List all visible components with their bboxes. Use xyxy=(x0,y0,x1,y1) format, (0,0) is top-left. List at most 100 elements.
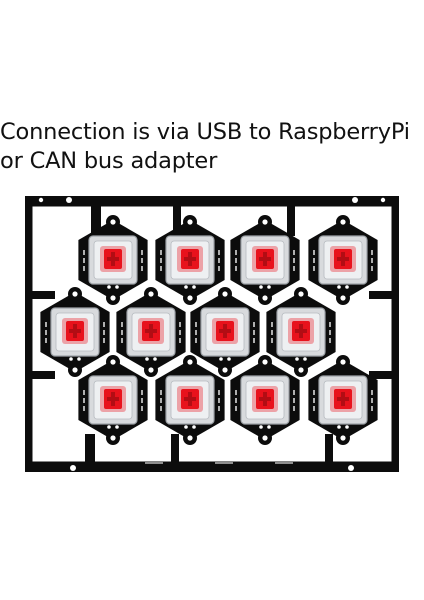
module-mount-hole xyxy=(262,435,268,441)
led-dot xyxy=(77,357,81,361)
led-dot xyxy=(267,285,271,289)
module-silkscreen xyxy=(293,406,295,411)
module-silkscreen xyxy=(235,250,237,255)
module-silkscreen xyxy=(83,250,85,255)
module-silkscreen xyxy=(293,250,295,255)
led-dot xyxy=(337,425,341,429)
switch-module xyxy=(78,215,148,305)
module-silkscreen xyxy=(195,322,197,327)
led-dot xyxy=(115,285,119,289)
switch-module xyxy=(78,355,148,445)
switch-module xyxy=(230,355,300,445)
led-dot xyxy=(107,285,111,289)
switch-module xyxy=(190,287,260,377)
module-mount-hole xyxy=(110,359,116,365)
module-mount-hole xyxy=(187,435,193,441)
module-silkscreen xyxy=(313,258,315,263)
led-dot xyxy=(192,425,196,429)
module-silkscreen xyxy=(371,390,373,395)
module-silkscreen xyxy=(253,322,255,327)
module-mount-hole xyxy=(340,435,346,441)
module-mount-hole xyxy=(148,291,154,297)
led-dot xyxy=(303,357,307,361)
module-silkscreen xyxy=(103,330,105,335)
module-silkscreen xyxy=(45,338,47,343)
led-dot xyxy=(259,285,263,289)
module-silkscreen xyxy=(253,330,255,335)
module-silkscreen xyxy=(218,266,220,271)
module-mount-hole xyxy=(148,367,154,373)
module-silkscreen xyxy=(160,266,162,271)
module-silkscreen xyxy=(179,330,181,335)
module-mount-hole xyxy=(110,295,116,301)
module-silkscreen xyxy=(160,250,162,255)
switch-module xyxy=(155,355,225,445)
module-mount-hole xyxy=(72,291,78,297)
module-silkscreen xyxy=(141,390,143,395)
caption: Connection is via USB to RaspberryPi or … xyxy=(0,118,424,176)
module-silkscreen xyxy=(103,338,105,343)
module-silkscreen xyxy=(329,338,331,343)
module-silkscreen xyxy=(371,398,373,403)
product-photo-pcb xyxy=(25,196,399,472)
led-dot xyxy=(153,357,157,361)
module-mount-hole xyxy=(340,295,346,301)
frame-mount-hole xyxy=(348,465,354,471)
module-silkscreen xyxy=(271,322,273,327)
module-mount-hole xyxy=(222,367,228,373)
switch-module xyxy=(116,287,186,377)
frame-tab xyxy=(31,371,55,379)
module-silkscreen xyxy=(141,406,143,411)
module-silkscreen xyxy=(235,266,237,271)
module-silkscreen xyxy=(83,266,85,271)
module-mount-hole xyxy=(340,359,346,365)
module-silkscreen xyxy=(235,390,237,395)
module-silkscreen xyxy=(293,398,295,403)
led-dot xyxy=(337,285,341,289)
module-silkscreen xyxy=(160,406,162,411)
module-mount-hole xyxy=(110,435,116,441)
switch-module xyxy=(308,215,378,305)
frame-tab xyxy=(85,434,95,464)
module-mount-hole xyxy=(262,295,268,301)
module-silkscreen xyxy=(218,258,220,263)
module-silkscreen xyxy=(313,390,315,395)
led-dot xyxy=(107,425,111,429)
module-silkscreen xyxy=(218,398,220,403)
module-silkscreen xyxy=(160,398,162,403)
module-silkscreen xyxy=(195,330,197,335)
module-silkscreen xyxy=(179,322,181,327)
frame-silkscreen xyxy=(275,462,293,464)
switch-stem-cross xyxy=(184,257,196,261)
switch-stem-cross xyxy=(259,257,271,261)
module-silkscreen xyxy=(371,406,373,411)
led-dot xyxy=(184,425,188,429)
module-silkscreen xyxy=(141,250,143,255)
module-silkscreen xyxy=(313,266,315,271)
pcb-frame xyxy=(25,196,399,472)
module-silkscreen xyxy=(371,258,373,263)
led-dot xyxy=(145,357,149,361)
switch-module xyxy=(230,215,300,305)
frame-tab xyxy=(171,434,179,464)
module-silkscreen xyxy=(121,330,123,335)
caption-line-2: or CAN bus adapter xyxy=(0,148,218,174)
led-dot xyxy=(69,357,73,361)
module-mount-hole xyxy=(110,219,116,225)
switch-stem-cross xyxy=(107,257,119,261)
switch-stem-cross xyxy=(259,397,271,401)
module-silkscreen xyxy=(179,338,181,343)
frame-tab xyxy=(31,291,55,299)
module-silkscreen xyxy=(293,266,295,271)
led-dot xyxy=(267,425,271,429)
module-mount-hole xyxy=(262,359,268,365)
switch-module xyxy=(266,287,336,377)
switch-stem-cross xyxy=(337,257,349,261)
module-silkscreen xyxy=(83,398,85,403)
switch-stem-cross xyxy=(145,329,157,333)
module-silkscreen xyxy=(83,258,85,263)
led-dot xyxy=(227,357,231,361)
frame-tab xyxy=(287,206,295,236)
frame-tab xyxy=(91,206,101,234)
switch-module xyxy=(155,215,225,305)
